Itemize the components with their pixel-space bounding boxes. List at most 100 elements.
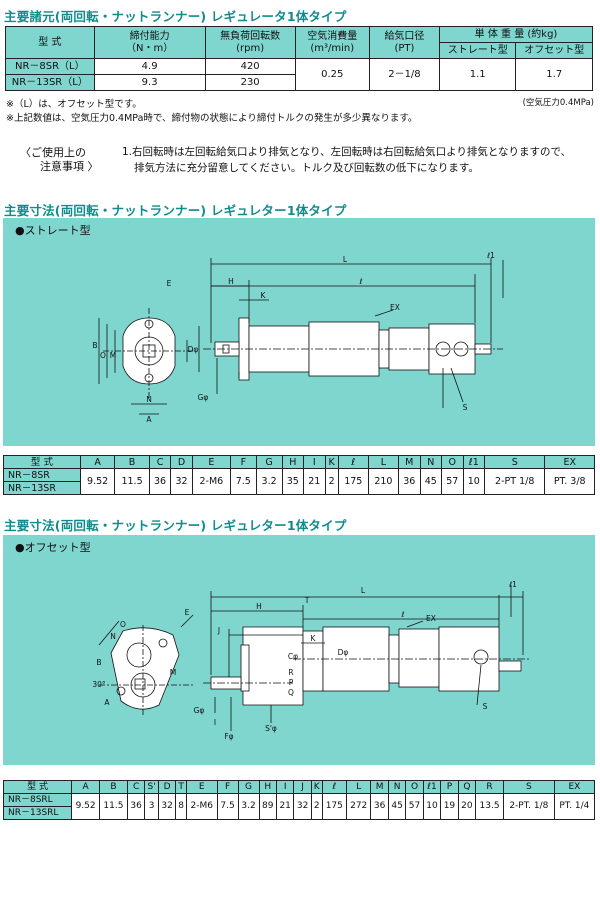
- straight-dim-model: NR－8SR: [3, 468, 81, 482]
- offset-dim-header-10: H: [258, 780, 277, 794]
- dim-label-l: ℓ: [358, 277, 362, 286]
- straight-dim-value-1: 11.5: [114, 468, 150, 495]
- spec-table: 型 式 締付能力（N・m） 無負荷回転数(rpm) 空気消費量(m³/min) …: [5, 26, 594, 91]
- dim-label-K: K: [311, 634, 317, 643]
- straight-dim-header-18: EX: [544, 455, 595, 469]
- offset-dim-model: NR－8SRL: [2, 793, 73, 807]
- straight-dim-header-12: L: [367, 455, 399, 469]
- offset-dim-value-19: 19: [440, 793, 459, 820]
- spec-note-1: ※（L）は、オフセット型です。: [6, 99, 142, 110]
- straight-dim-value-10: 175: [337, 468, 369, 495]
- dim-label-angle: 30°: [92, 680, 106, 689]
- dim-label-O: O: [120, 620, 126, 629]
- straight-dim-header-0: 型 式: [3, 455, 81, 469]
- straight-dim-value-11: 210: [367, 468, 399, 495]
- straight-dim-value-9: 2: [324, 468, 339, 495]
- offset-dim-value-18: 10: [422, 793, 442, 820]
- dim-label-P: P: [289, 678, 294, 687]
- offset-dim-value-15: 36: [370, 793, 389, 820]
- straight-drawing: L ℓ1 H ℓ K EX E B A O M N Dφ Gφ I S: [92, 251, 504, 424]
- spec-header-air-label: 空気消費量: [307, 30, 358, 42]
- offset-diagram-label: ●オフセット型: [15, 541, 91, 554]
- offset-dim-value-8: 3.2: [237, 793, 260, 820]
- offset-dim-header-18: O: [405, 780, 424, 794]
- straight-section-title: 主要寸法(両回転・ナットランナー) レギュレター1体タイプ: [4, 203, 347, 218]
- offset-dim-row: NR－13SRL: [2, 806, 595, 820]
- straight-dim-value-15: 10: [462, 468, 486, 495]
- dim-label-H: H: [256, 602, 262, 611]
- offset-dim-value-20: 20: [457, 793, 477, 820]
- straight-dim-value-6: 3.2: [255, 468, 283, 495]
- offset-drawing: L ℓ1 H T ℓ J K EX E O N M A B 30° Gφ Fφ …: [92, 580, 531, 741]
- straight-dim-value-3: 32: [170, 468, 193, 495]
- straight-dim-header-17: S: [484, 455, 546, 469]
- offset-dim-header-3: C: [126, 780, 146, 794]
- straight-dim-row: NR－13SR: [3, 481, 595, 495]
- offset-dim-header-19: ℓ1: [422, 780, 442, 794]
- dim-label-S-prime: S'φ: [265, 724, 277, 733]
- straight-dim-header-6: F: [229, 455, 257, 469]
- offset-dim-header-5: D: [157, 780, 177, 794]
- spec-row-speed: 420: [204, 58, 296, 75]
- offset-dim-header-0: 型 式: [2, 780, 73, 794]
- offset-dim-header-24: EX: [553, 780, 596, 794]
- offset-dim-value-10: 21: [275, 793, 295, 820]
- straight-dim-header-15: O: [441, 455, 464, 469]
- dim-label-J: J: [217, 626, 220, 635]
- straight-dim-value-7: 35: [281, 468, 305, 495]
- straight-dim-header-1: A: [79, 455, 116, 469]
- straight-dim-header-5: E: [191, 455, 231, 469]
- offset-dim-value-0: 9.52: [71, 793, 101, 820]
- dim-label-R: R: [288, 668, 293, 677]
- offset-dim-header-21: Q: [457, 780, 477, 794]
- straight-dim-value-4: 2-M6: [191, 468, 231, 495]
- dim-label-N: N: [146, 395, 152, 404]
- spec-header-torque: 締付能力（N・m）: [93, 26, 206, 59]
- spec-header-torque-label: 締付能力: [129, 30, 170, 42]
- offset-dim-value-2: 36: [126, 793, 146, 820]
- straight-dim-value-0: 9.52: [79, 468, 116, 495]
- straight-dim-header-11: ℓ: [337, 455, 369, 469]
- dim-label-D: Dφ: [188, 345, 199, 354]
- dim-label-C: Cφ: [288, 652, 298, 661]
- dim-label-M: M: [110, 351, 116, 360]
- spec-row-model: NR－8SR（L）: [5, 58, 95, 75]
- spec-row-torque: 4.9: [93, 58, 206, 75]
- offset-dim-header-20: P: [440, 780, 459, 794]
- dim-label-E: E: [167, 279, 172, 288]
- offset-dim-value-4: 32: [157, 793, 177, 820]
- offset-dim-header-1: A: [71, 780, 101, 794]
- dim-label-I: I: [214, 718, 216, 727]
- straight-dim-header-16: ℓ1: [462, 455, 486, 469]
- spec-header-air-unit: (m³/min): [310, 42, 355, 54]
- spec-header-port-label: 給気口径: [384, 30, 425, 42]
- dim-label-G: Gφ: [198, 393, 209, 402]
- offset-dim-header-12: J: [293, 780, 312, 794]
- straight-dim-model: NR－13SR: [3, 481, 81, 495]
- straight-dim-header-13: M: [397, 455, 421, 469]
- spec-weight-offset-value: 1.7: [515, 58, 593, 91]
- spec-header-port-unit: (PT): [394, 42, 415, 54]
- offset-dim-header-4: S': [144, 780, 159, 794]
- dim-label-S: S: [463, 403, 468, 412]
- spec-header-speed-label: 無負荷回転数: [220, 30, 281, 42]
- straight-dim-header-14: N: [419, 455, 443, 469]
- straight-dim-value-17: PT. 3/8: [544, 468, 595, 495]
- offset-dim-value-22: 2-PT. 1/8: [502, 793, 555, 820]
- spec-header-air: 空気消費量(m³/min): [294, 26, 370, 59]
- usage-label-2: 注意事項 〉: [40, 160, 99, 173]
- dim-label-EX: EX: [426, 614, 436, 623]
- spec-port-value: 2－1/8: [368, 58, 440, 91]
- offset-dim-value-23: PT. 1/4: [553, 793, 596, 820]
- offset-dim-header-23: S: [502, 780, 555, 794]
- pressure-note: (空気圧力0.4MPa): [522, 98, 594, 108]
- offset-dim-value-3: 3: [144, 793, 159, 820]
- offset-dim-header-7: E: [185, 780, 218, 794]
- spec-note-2: ※上記数値は、空気圧力0.4MPa時で、締付物の状態により締付トルクの発生が多少…: [6, 113, 418, 124]
- dim-label-A: A: [146, 415, 152, 424]
- straight-dim-header-10: K: [324, 455, 339, 469]
- straight-dim-value-5: 7.5: [229, 468, 257, 495]
